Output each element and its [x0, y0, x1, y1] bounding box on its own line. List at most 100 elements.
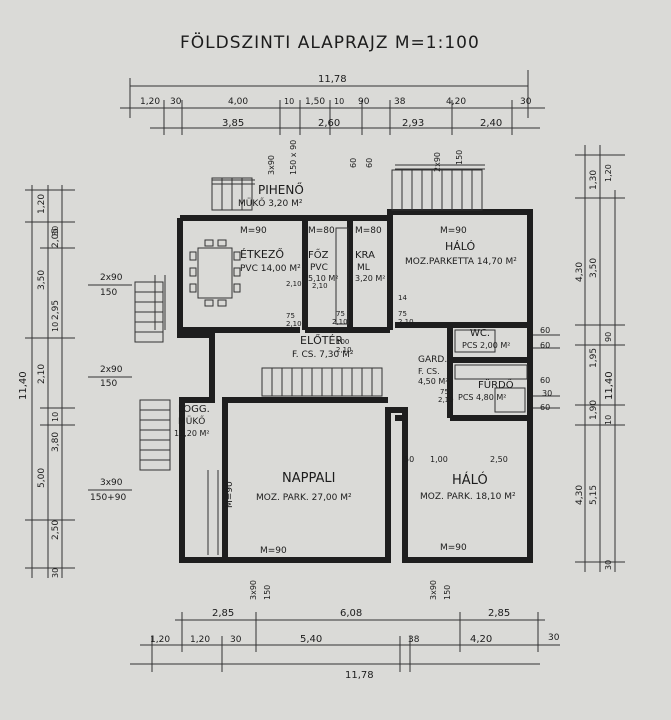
- lower-label-3: 3x90: [429, 580, 438, 600]
- left-small-4: 30: [51, 568, 60, 578]
- right-small-6: 10: [604, 415, 613, 425]
- room-nappali-name: NAPPALI: [282, 471, 335, 486]
- left-dim-1: 1,20: [37, 194, 47, 214]
- room-piheno-name: PIHENŐ: [258, 182, 304, 197]
- upper-label-2: 150 x 90: [289, 140, 298, 175]
- lower-label-1: 3x90: [249, 580, 258, 600]
- stairs: [134, 169, 483, 471]
- top-dim-3: 4,00: [228, 97, 248, 107]
- left-window-4: 150: [100, 379, 117, 389]
- right-small-5: 30: [542, 389, 552, 398]
- left-small-3: 10: [51, 412, 60, 422]
- room-kamra-name: KRA: [355, 250, 375, 261]
- room-fozo-sub2: 5,10 M²: [308, 274, 338, 283]
- room-halo2-name: HÁLÓ: [452, 472, 488, 488]
- small-text-14: 60: [540, 376, 550, 385]
- right-dim-1: 1,30: [589, 170, 599, 190]
- top-dim-row2-1: 3,85: [222, 118, 244, 129]
- room-nappali-side: M=90: [225, 481, 235, 508]
- right-small-3: 90: [604, 332, 613, 342]
- top-dim-9: 4,20: [446, 97, 466, 107]
- left-window-5: 3x90: [100, 478, 123, 488]
- room-gard-name: GARD.: [418, 355, 447, 365]
- room-nappali-sub: MOZ. PARK. 27,00 M²: [256, 493, 352, 503]
- small-text-4: 2,10: [312, 282, 328, 290]
- room-wc-sub: PCS 2,00 M²: [462, 341, 511, 350]
- top-dim-row2-3: 2,93: [402, 118, 424, 129]
- left-dimension-lines: [25, 185, 132, 578]
- left-dim-3: 2,10: [37, 364, 47, 384]
- bottom-total-dim: 11,78: [345, 670, 374, 681]
- left-window-1: 2x90: [100, 273, 123, 283]
- right-small-4: 60: [540, 341, 550, 350]
- right-dim-4: 1,90: [589, 400, 599, 420]
- bottom-row2-4: 5,40: [300, 634, 322, 645]
- bottom-row2-7: 30: [548, 633, 560, 643]
- upper-label-6: 150: [455, 150, 464, 165]
- exterior-walls: [177, 209, 533, 563]
- small-text-1: 2,10: [286, 280, 302, 288]
- bottom-dim-2: 6,08: [340, 608, 362, 619]
- right-small-2: 60: [540, 326, 550, 335]
- left-total-dim: 11,40: [18, 371, 29, 400]
- upper-label-3: 60: [349, 158, 358, 168]
- small-text-7: 75: [336, 310, 345, 318]
- bottom-dim-1: 2,85: [212, 608, 234, 619]
- top-dim-6: 10: [334, 97, 344, 106]
- small-text-6: 2,10: [336, 346, 352, 354]
- top-dim-row2-2: 2,60: [318, 118, 340, 129]
- room-logg-sub1: MÜKŐ: [178, 416, 205, 427]
- left-inner-2: 2,95: [51, 300, 61, 320]
- room-kamra-sub2: 3,20 M²: [355, 274, 385, 283]
- room-labels: PIHENŐ MÜKŐ 3,20 M² M=90 ÉTKEZŐ PVC 14,0…: [174, 182, 517, 556]
- top-dim-row2-4: 2,40: [480, 118, 502, 129]
- top-dim-7: 90: [358, 97, 370, 107]
- top-dim-10: 30: [520, 97, 532, 107]
- bottom-row2-5: 38: [408, 635, 420, 645]
- room-eloter-name: ELŐTÉR: [300, 333, 343, 347]
- small-text-16: 50: [404, 455, 414, 464]
- room-halo1-door: M=90: [440, 226, 467, 236]
- room-halo2-door: M=90: [440, 543, 467, 553]
- right-inner-2: 4,30: [575, 485, 585, 505]
- plan-title: FÖLDSZINTI ALAPRAJZ M=1:100: [180, 31, 480, 53]
- right-inner-1: 4,30: [575, 262, 585, 282]
- small-text-8: 2,10: [332, 318, 348, 326]
- room-gard-sub1: F. CS.: [418, 367, 440, 376]
- small-text-12: 75: [440, 388, 449, 396]
- left-dim-4: 5,00: [37, 468, 47, 488]
- bottom-row2-2: 1,20: [190, 635, 210, 645]
- room-etkezo-door: M=90: [240, 226, 267, 236]
- lower-label-4: 150: [443, 585, 452, 600]
- left-window-2: 150: [100, 288, 117, 298]
- bottom-row2-1: 1,20: [150, 635, 170, 645]
- right-dimension-lines: [530, 145, 625, 572]
- right-small-1: 1,20: [604, 164, 613, 182]
- room-eloter-sub: F. CS. 7,30 M²: [292, 350, 354, 360]
- room-piheno-sub: MÜKŐ 3,20 M²: [238, 198, 303, 209]
- door-dimension-texts: 2,10 75 2,10 2,10 100 2,10 75 2,10 14 75…: [286, 280, 550, 464]
- room-halo1-sub: MOZ.PARKETTA 14,70 M²: [405, 257, 517, 267]
- small-text-9: 14: [398, 294, 407, 302]
- room-fozo-name: FŐZ: [308, 247, 329, 261]
- furniture: [189, 227, 528, 413]
- left-window-3: 2x90: [100, 365, 123, 375]
- room-logg-sub2: 11,20 M²: [174, 429, 210, 438]
- top-dim-8: 38: [394, 97, 406, 107]
- top-dim-1: 1,20: [140, 97, 160, 107]
- small-text-17: 1,00: [430, 455, 448, 464]
- bottom-dimension-lines: [130, 612, 560, 672]
- left-inner-4: 2,50: [51, 520, 61, 540]
- right-dim-5: 5,15: [589, 485, 599, 505]
- left-small-1: 30: [51, 226, 60, 236]
- small-text-18: 2,50: [490, 455, 508, 464]
- right-small-7: 30: [604, 560, 613, 570]
- room-nappali-door: M=90: [260, 546, 287, 556]
- left-dim-2: 3,50: [37, 270, 47, 290]
- upper-label-5: 2x90: [433, 152, 442, 172]
- small-text-11: 2,10: [398, 318, 414, 326]
- top-dim-2: 30: [170, 97, 182, 107]
- left-window-6: 150+90: [90, 493, 126, 503]
- small-text-3: 2,10: [286, 320, 302, 328]
